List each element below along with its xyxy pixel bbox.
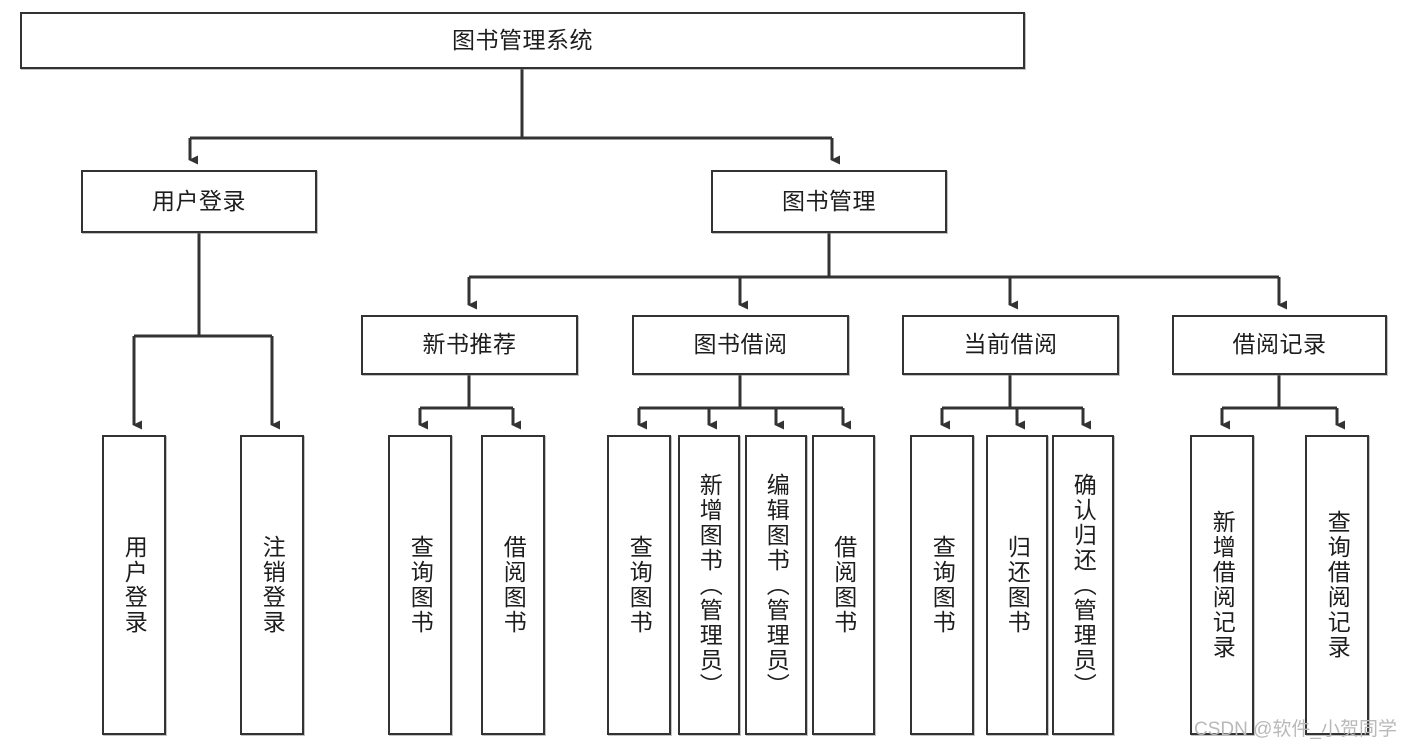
node-book-borrow-label: 图书借阅 <box>693 331 788 358</box>
leaf-node-label: 查询图书 <box>929 535 956 635</box>
node-book-management-label: 图书管理 <box>782 187 876 214</box>
node-borrow-records-label: 借阅记录 <box>1232 331 1327 358</box>
leaf-node[interactable]: 确认归还（管理员） <box>1052 435 1114 735</box>
leaf-node[interactable]: 归还图书 <box>986 435 1048 735</box>
leaf-node-label: 查询图书 <box>626 535 653 635</box>
node-root[interactable]: 图书管理系统 <box>20 12 1025 69</box>
node-book-borrow[interactable]: 图书借阅 <box>632 315 849 375</box>
leaf-node-label: 注销登录 <box>259 535 286 635</box>
leaf-node[interactable]: 查询图书 <box>607 435 671 735</box>
leaf-node[interactable]: 查询借阅记录 <box>1305 435 1369 735</box>
node-book-management[interactable]: 图书管理 <box>711 170 947 233</box>
node-current-borrow[interactable]: 当前借阅 <box>902 315 1119 375</box>
leaf-node[interactable]: 查询图书 <box>910 435 974 735</box>
leaf-node[interactable]: 编辑图书（管理员） <box>745 435 807 735</box>
leaf-node[interactable]: 借阅图书 <box>812 435 875 735</box>
leaf-node-label: 归还图书 <box>1004 535 1031 635</box>
leaf-node[interactable]: 注销登录 <box>240 435 304 735</box>
node-root-label: 图书管理系统 <box>452 26 593 53</box>
leaf-node-label: 借阅图书 <box>500 535 527 635</box>
leaf-node-label: 查询图书 <box>407 535 434 635</box>
leaf-node[interactable]: 查询图书 <box>388 435 452 735</box>
leaf-node[interactable]: 新增图书（管理员） <box>678 435 740 735</box>
leaf-node[interactable]: 用户登录 <box>102 435 166 735</box>
leaf-node[interactable]: 新增借阅记录 <box>1190 435 1254 735</box>
leaf-node-label: 查询借阅记录 <box>1324 510 1351 660</box>
leaf-node[interactable]: 借阅图书 <box>481 435 545 735</box>
leaf-node-label: 新增图书（管理员） <box>696 472 723 698</box>
node-borrow-records[interactable]: 借阅记录 <box>1172 315 1387 375</box>
node-user-login-label: 用户登录 <box>152 187 246 214</box>
leaf-node-label: 确认归还（管理员） <box>1070 472 1097 698</box>
node-new-book-recommend[interactable]: 新书推荐 <box>361 315 578 375</box>
leaf-node-label: 编辑图书（管理员） <box>763 472 790 698</box>
leaf-node-label: 用户登录 <box>121 535 148 635</box>
leaf-node-label: 新增借阅记录 <box>1209 510 1236 660</box>
node-current-borrow-label: 当前借阅 <box>963 331 1058 358</box>
node-user-login[interactable]: 用户登录 <box>81 170 317 233</box>
node-new-book-recommend-label: 新书推荐 <box>422 331 517 358</box>
leaf-node-label: 借阅图书 <box>830 535 857 635</box>
